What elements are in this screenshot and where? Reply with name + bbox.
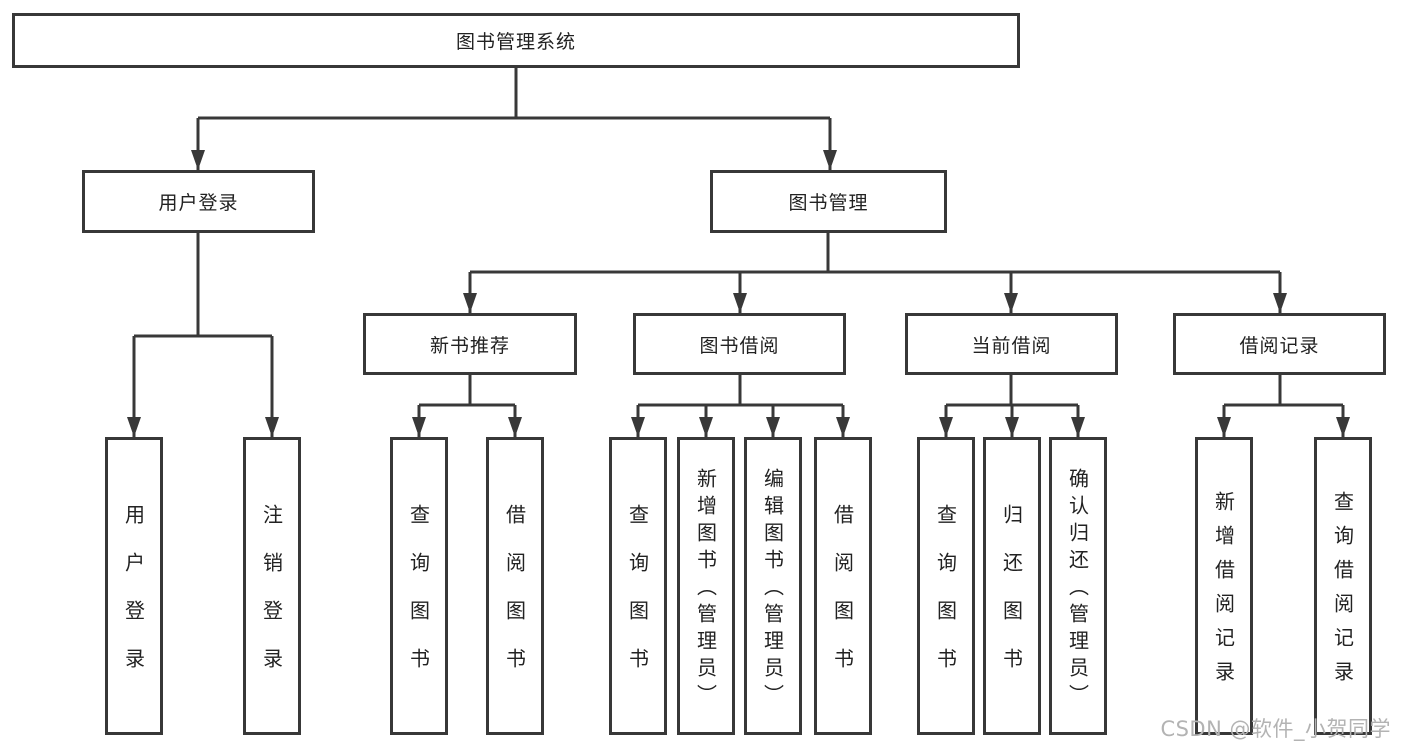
leaf-user-login: 用户登录 xyxy=(105,437,163,735)
node-label: 借阅图书 xyxy=(502,504,527,696)
leaf-borrow-books: 借阅图书 xyxy=(814,437,872,735)
node-book-borrowing: 图书借阅 xyxy=(633,313,846,375)
leaf-borrow-books: 借阅图书 xyxy=(486,437,544,735)
node-label: 新增图书（管理员） xyxy=(693,468,718,711)
node-label: 图书管理系统 xyxy=(455,31,576,53)
node-label: 查询借阅记录 xyxy=(1330,491,1355,695)
leaf-logout: 注销登录 xyxy=(243,437,301,735)
node-label: 新增借阅记录 xyxy=(1211,491,1236,695)
csdn-watermark: CSDN @软件_小贺同学 xyxy=(1160,717,1391,741)
node-label: 新书推荐 xyxy=(429,334,510,357)
leaf-query-books: 查询图书 xyxy=(390,437,448,735)
node-user-login: 用户登录 xyxy=(82,170,315,233)
leaf-confirm-return-admin: 确认归还（管理员） xyxy=(1049,437,1107,735)
node-label: 当前借阅 xyxy=(971,334,1052,357)
node-label: 借阅图书 xyxy=(830,504,855,696)
node-borrowing-records: 借阅记录 xyxy=(1173,313,1386,375)
node-new-book-recommend: 新书推荐 xyxy=(363,313,577,375)
node-label: 查询图书 xyxy=(933,504,958,696)
node-label: 图书管理 xyxy=(788,192,869,214)
node-root-system: 图书管理系统 xyxy=(12,13,1020,68)
leaf-add-books-admin: 新增图书（管理员） xyxy=(677,437,735,735)
node-label: 注销登录 xyxy=(259,504,284,696)
node-book-management: 图书管理 xyxy=(710,170,947,233)
leaf-query-borrow-record: 查询借阅记录 xyxy=(1314,437,1372,735)
node-label: 查询图书 xyxy=(406,504,431,696)
node-label: 借阅记录 xyxy=(1239,334,1320,357)
node-label: 用户登录 xyxy=(158,192,239,214)
leaf-add-borrow-record: 新增借阅记录 xyxy=(1195,437,1253,735)
leaf-return-books: 归还图书 xyxy=(983,437,1041,735)
leaf-query-books: 查询图书 xyxy=(917,437,975,735)
leaf-query-books: 查询图书 xyxy=(609,437,667,735)
node-label: 归还图书 xyxy=(999,504,1024,696)
node-current-borrowing: 当前借阅 xyxy=(905,313,1118,375)
node-label: 编辑图书（管理员） xyxy=(760,468,785,711)
leaf-edit-books-admin: 编辑图书（管理员） xyxy=(744,437,802,735)
node-label: 图书借阅 xyxy=(699,334,780,357)
node-label: 确认归还（管理员） xyxy=(1065,468,1090,711)
node-label: 用户登录 xyxy=(121,504,146,696)
node-label: 查询图书 xyxy=(625,504,650,696)
